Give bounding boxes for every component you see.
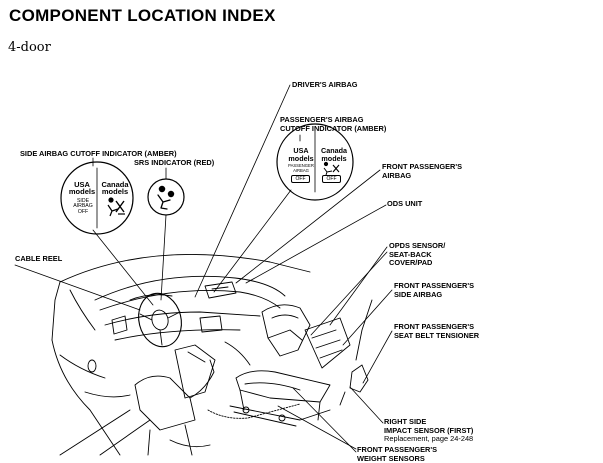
side-airbag-off-text: SIDE AIRBAG OFF <box>73 198 93 215</box>
canada-models-label-left: Canada models <box>101 180 129 197</box>
model-subtitle: 4-door <box>8 40 51 55</box>
impact-sensor-page-ref[interactable]: Replacement, page 24-248 <box>384 434 474 444</box>
label-drivers-airbag: DRIVER'S AIRBAG <box>292 80 358 89</box>
label-cable-reel: CABLE REEL <box>15 254 63 263</box>
canada-models-label-right: Canada models <box>321 146 347 163</box>
vehicle-interior-outline <box>51 253 373 456</box>
leader-lines <box>14 84 393 453</box>
passenger-airbag-text: PASSENGER AIRBAG <box>288 163 314 173</box>
page-title: COMPONENT LOCATION INDEX <box>9 6 276 25</box>
canada-off-badge: OFF <box>322 175 341 183</box>
usa-models-label-right: USA models <box>288 146 314 163</box>
canada-side-airbag-off-icon <box>107 197 125 217</box>
canada-passenger-airbag-off-icon <box>323 161 340 176</box>
srs-person-icon <box>157 185 175 210</box>
usa-models-label-left: USA models <box>68 180 96 197</box>
passenger-cutoff-indicator-circle <box>276 123 354 201</box>
label-side-airbag-cutoff: SIDE AIRBAG CUTOFF INDICATOR (AMBER) <box>20 149 177 158</box>
label-srs-indicator: SRS INDICATOR (RED) <box>134 158 215 167</box>
side-airbag-indicator-circle <box>60 161 134 235</box>
label-ods-unit: ODS UNIT <box>387 199 423 208</box>
usa-off-badge: OFF <box>291 175 310 183</box>
